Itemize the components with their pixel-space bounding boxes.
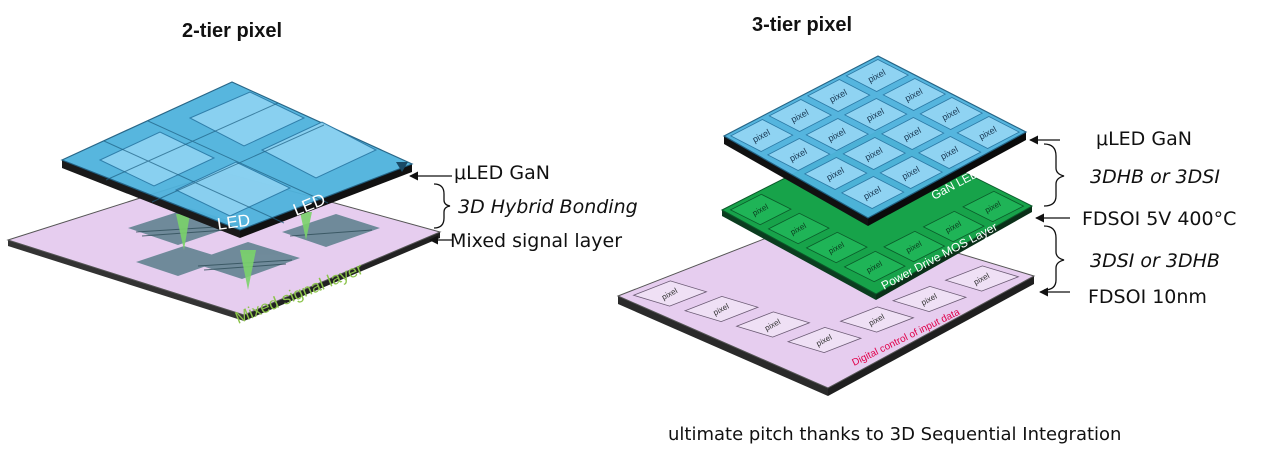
bond-lower-annotation: 3DSI or 3DHB: [1090, 250, 1220, 272]
pixel-cell: [879, 156, 944, 189]
bond-brace-lower: [1043, 225, 1065, 291]
gan-array-edge-right: [868, 132, 1026, 226]
gan-layer-edge-right: [240, 164, 412, 238]
pixel-cell: [805, 231, 868, 264]
gan-led-array-layer: [722, 55, 1028, 219]
mos-layer-edge-right: [876, 206, 1032, 300]
pixel-cell: [805, 118, 870, 151]
pixel-cell: [962, 190, 1025, 223]
vertical-vias: [176, 212, 312, 290]
gan-annotation-right: μLED GaN: [1096, 128, 1192, 150]
digital-layer-edge-right: [828, 276, 1034, 396]
three-tier-title: 3-tier pixel: [752, 14, 853, 36]
pixel-cell: [883, 230, 946, 263]
pixel-cell: [919, 97, 984, 130]
pixel-cell: [839, 306, 915, 333]
gan-led-layer: [60, 81, 414, 231]
bond-brace-upper: [1043, 143, 1065, 207]
fdsoi-5v-annotation: FDSOI 5V 400°C: [1082, 208, 1237, 230]
pixel-cell: [767, 212, 830, 245]
hybrid-bonding-annotation: 3D Hybrid Bonding: [458, 196, 638, 218]
mixed-signal-layer-edge-right: [244, 232, 440, 321]
digital-layer-edge-left: [618, 296, 828, 396]
led-subpixels: [98, 91, 378, 217]
three-tier-annotations: [1029, 135, 1070, 297]
pixel-cell: [683, 295, 760, 323]
pixel-cell: [843, 250, 906, 283]
led-label: LED: [216, 211, 251, 234]
gan-pixel-grid: pixelpixelpixelpixelpixelpixelpixelpixel…: [729, 59, 1021, 209]
gan-array-edge-left: [724, 136, 868, 226]
bond-upper-annotation: 3DHB or 3DSI: [1090, 166, 1220, 188]
pixel-cell: [956, 116, 1021, 149]
bond-brace: [433, 183, 451, 229]
mixed-signal-annotation: Mixed signal layer: [450, 230, 623, 252]
mos-layer-edge-left: [722, 210, 876, 300]
pixel-cell: [840, 176, 905, 209]
pixel-cell: [729, 193, 792, 226]
pixel-cell: [922, 210, 985, 243]
pixel-cell: [944, 265, 1020, 292]
pixel-cell: [768, 99, 833, 132]
pixel-cell: [845, 59, 910, 92]
pixel-cell: [843, 98, 908, 131]
gan-annotation: μLED GaN: [454, 162, 550, 184]
two-tier-title: 2-tier pixel: [182, 20, 283, 42]
fdsoi-10nm-annotation: FDSOI 10nm: [1088, 286, 1207, 308]
pixel-cell: [729, 119, 794, 152]
pixel-cell: [917, 136, 982, 169]
pixel-cell: [735, 311, 811, 338]
pixel-cell: [880, 117, 945, 150]
corner-marker: [396, 162, 408, 172]
pixel-cell: [842, 137, 907, 170]
pixel-cell: [806, 79, 871, 112]
pixel-cell: [632, 280, 708, 307]
two-tier-annotations: [409, 171, 452, 245]
mixed-signal-layer-edge: [8, 240, 244, 321]
pixel-cell: [882, 78, 947, 111]
caption: ultimate pitch thanks to 3D Sequential I…: [668, 424, 1122, 445]
pixel-cell: [766, 138, 831, 171]
two-tier-stack: LED LED Mixed signal layer: [6, 81, 442, 328]
pixel-cell: [786, 326, 863, 354]
pixel-cell: [891, 285, 968, 313]
pixel-cell: [803, 157, 868, 190]
